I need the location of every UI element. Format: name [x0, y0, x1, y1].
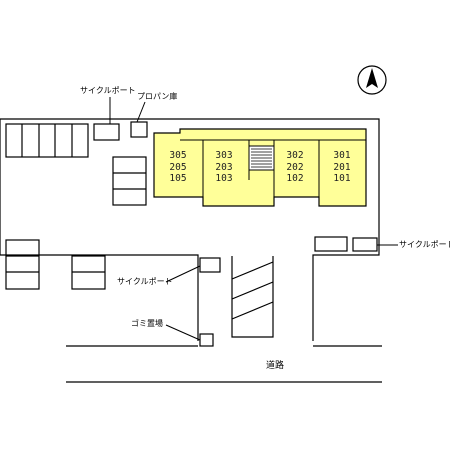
unit-column-3: 302 202 102 [275, 150, 315, 185]
unit-number: 202 [286, 161, 304, 173]
parking-center-left [112, 156, 147, 206]
parking-slanted [231, 256, 274, 338]
unit-number: 102 [286, 173, 304, 184]
unit-number: 302 [286, 150, 304, 161]
stair-lines [251, 148, 272, 168]
unit-column-2: 303 203 103 [204, 150, 244, 185]
unit-number: 303 [215, 150, 233, 161]
storage-box [314, 236, 348, 252]
parking-top-left [5, 123, 89, 158]
unit-number: 203 [215, 161, 233, 173]
label-cycle-port-top: サイクルポート [80, 86, 136, 95]
unit-number: 101 [333, 173, 351, 184]
label-cycle-port-mid: サイクルポート [117, 277, 173, 286]
leader-line [165, 324, 201, 341]
unit-number: 301 [333, 150, 351, 161]
label-cycle-port-right: サイクルポート [399, 240, 450, 249]
unit-number: 105 [169, 173, 187, 184]
parking-left-middle [71, 255, 106, 290]
cycle-port-top [93, 123, 120, 141]
garbage-station [199, 333, 214, 347]
unit-column-1: 305 205 105 [158, 150, 198, 185]
lot-boundary [0, 118, 380, 341]
unit-number: 103 [215, 173, 233, 184]
unit-number: 305 [169, 150, 187, 161]
label-garbage: ゴミ置場 [131, 319, 163, 328]
unit-number: 201 [333, 161, 351, 173]
propane-storage [130, 121, 148, 138]
cycle-port-right [352, 237, 378, 252]
leader-line [136, 101, 146, 123]
cycle-port-mid [199, 257, 221, 273]
unit-number: 205 [169, 161, 187, 173]
north-arrow-icon [357, 65, 387, 95]
label-road: 道路 [266, 361, 285, 371]
label-propane: プロパン庫 [137, 92, 178, 101]
leader-line [165, 265, 201, 283]
parking-left [5, 239, 40, 290]
unit-column-4: 301 201 101 [322, 150, 362, 185]
